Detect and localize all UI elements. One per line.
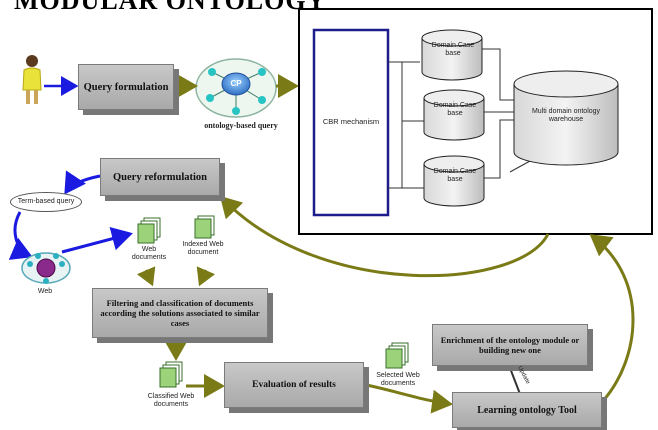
web-label: Web bbox=[37, 288, 53, 295]
ontology-based-query-label: ontology-based query bbox=[204, 121, 278, 130]
domain-case-base-cylinder-2 bbox=[423, 89, 485, 141]
web-documents-label: Web documents bbox=[131, 246, 167, 262]
domain-case-base-label-2: Domain Case base bbox=[433, 102, 477, 118]
selected-web-documents-label: Selected Web documents bbox=[376, 372, 420, 388]
query-formulation-box: Query formulation bbox=[78, 64, 174, 110]
cbr-mechanism-label: CBR mechanism bbox=[322, 117, 380, 126]
learning-ontology-tool-box: Learning ontology Tool bbox=[452, 392, 602, 428]
user-icon bbox=[22, 55, 42, 104]
classified-web-documents-icon bbox=[159, 361, 183, 388]
web-documents-icon bbox=[137, 217, 161, 244]
domain-case-base-label-3: Domain Case base bbox=[433, 168, 477, 184]
warehouse-cylinder bbox=[513, 70, 619, 166]
web-globe-icon bbox=[21, 252, 71, 284]
filtering-classification-box: Filtering and classification of document… bbox=[92, 288, 268, 338]
indexed-web-document-label: Indexed Web document bbox=[182, 241, 224, 257]
enrichment-box: Enrichment of the ontology module or bui… bbox=[432, 324, 588, 366]
page-title: MODULAR ONTOLOGY bbox=[14, 0, 327, 15]
classified-web-documents-label: Classified Web documents bbox=[147, 393, 195, 409]
domain-case-base-cylinder-1 bbox=[421, 29, 483, 81]
evaluation-of-results-box: Evaluation of results bbox=[224, 362, 364, 408]
warehouse-label: Multi domain ontology warehouse bbox=[531, 108, 601, 124]
indexed-web-document-icon bbox=[194, 215, 215, 239]
cp-network-icon bbox=[195, 58, 277, 118]
term-based-query-oval: Term-based query bbox=[10, 192, 82, 212]
domain-case-base-label-1: Domain Case base bbox=[431, 42, 475, 58]
cbr-frame bbox=[312, 28, 390, 217]
cp-label: CP bbox=[230, 79, 242, 88]
selected-web-documents-icon bbox=[385, 342, 409, 369]
domain-case-base-cylinder-3 bbox=[423, 155, 485, 207]
query-reformulation-box: Query reformulation bbox=[100, 158, 220, 196]
